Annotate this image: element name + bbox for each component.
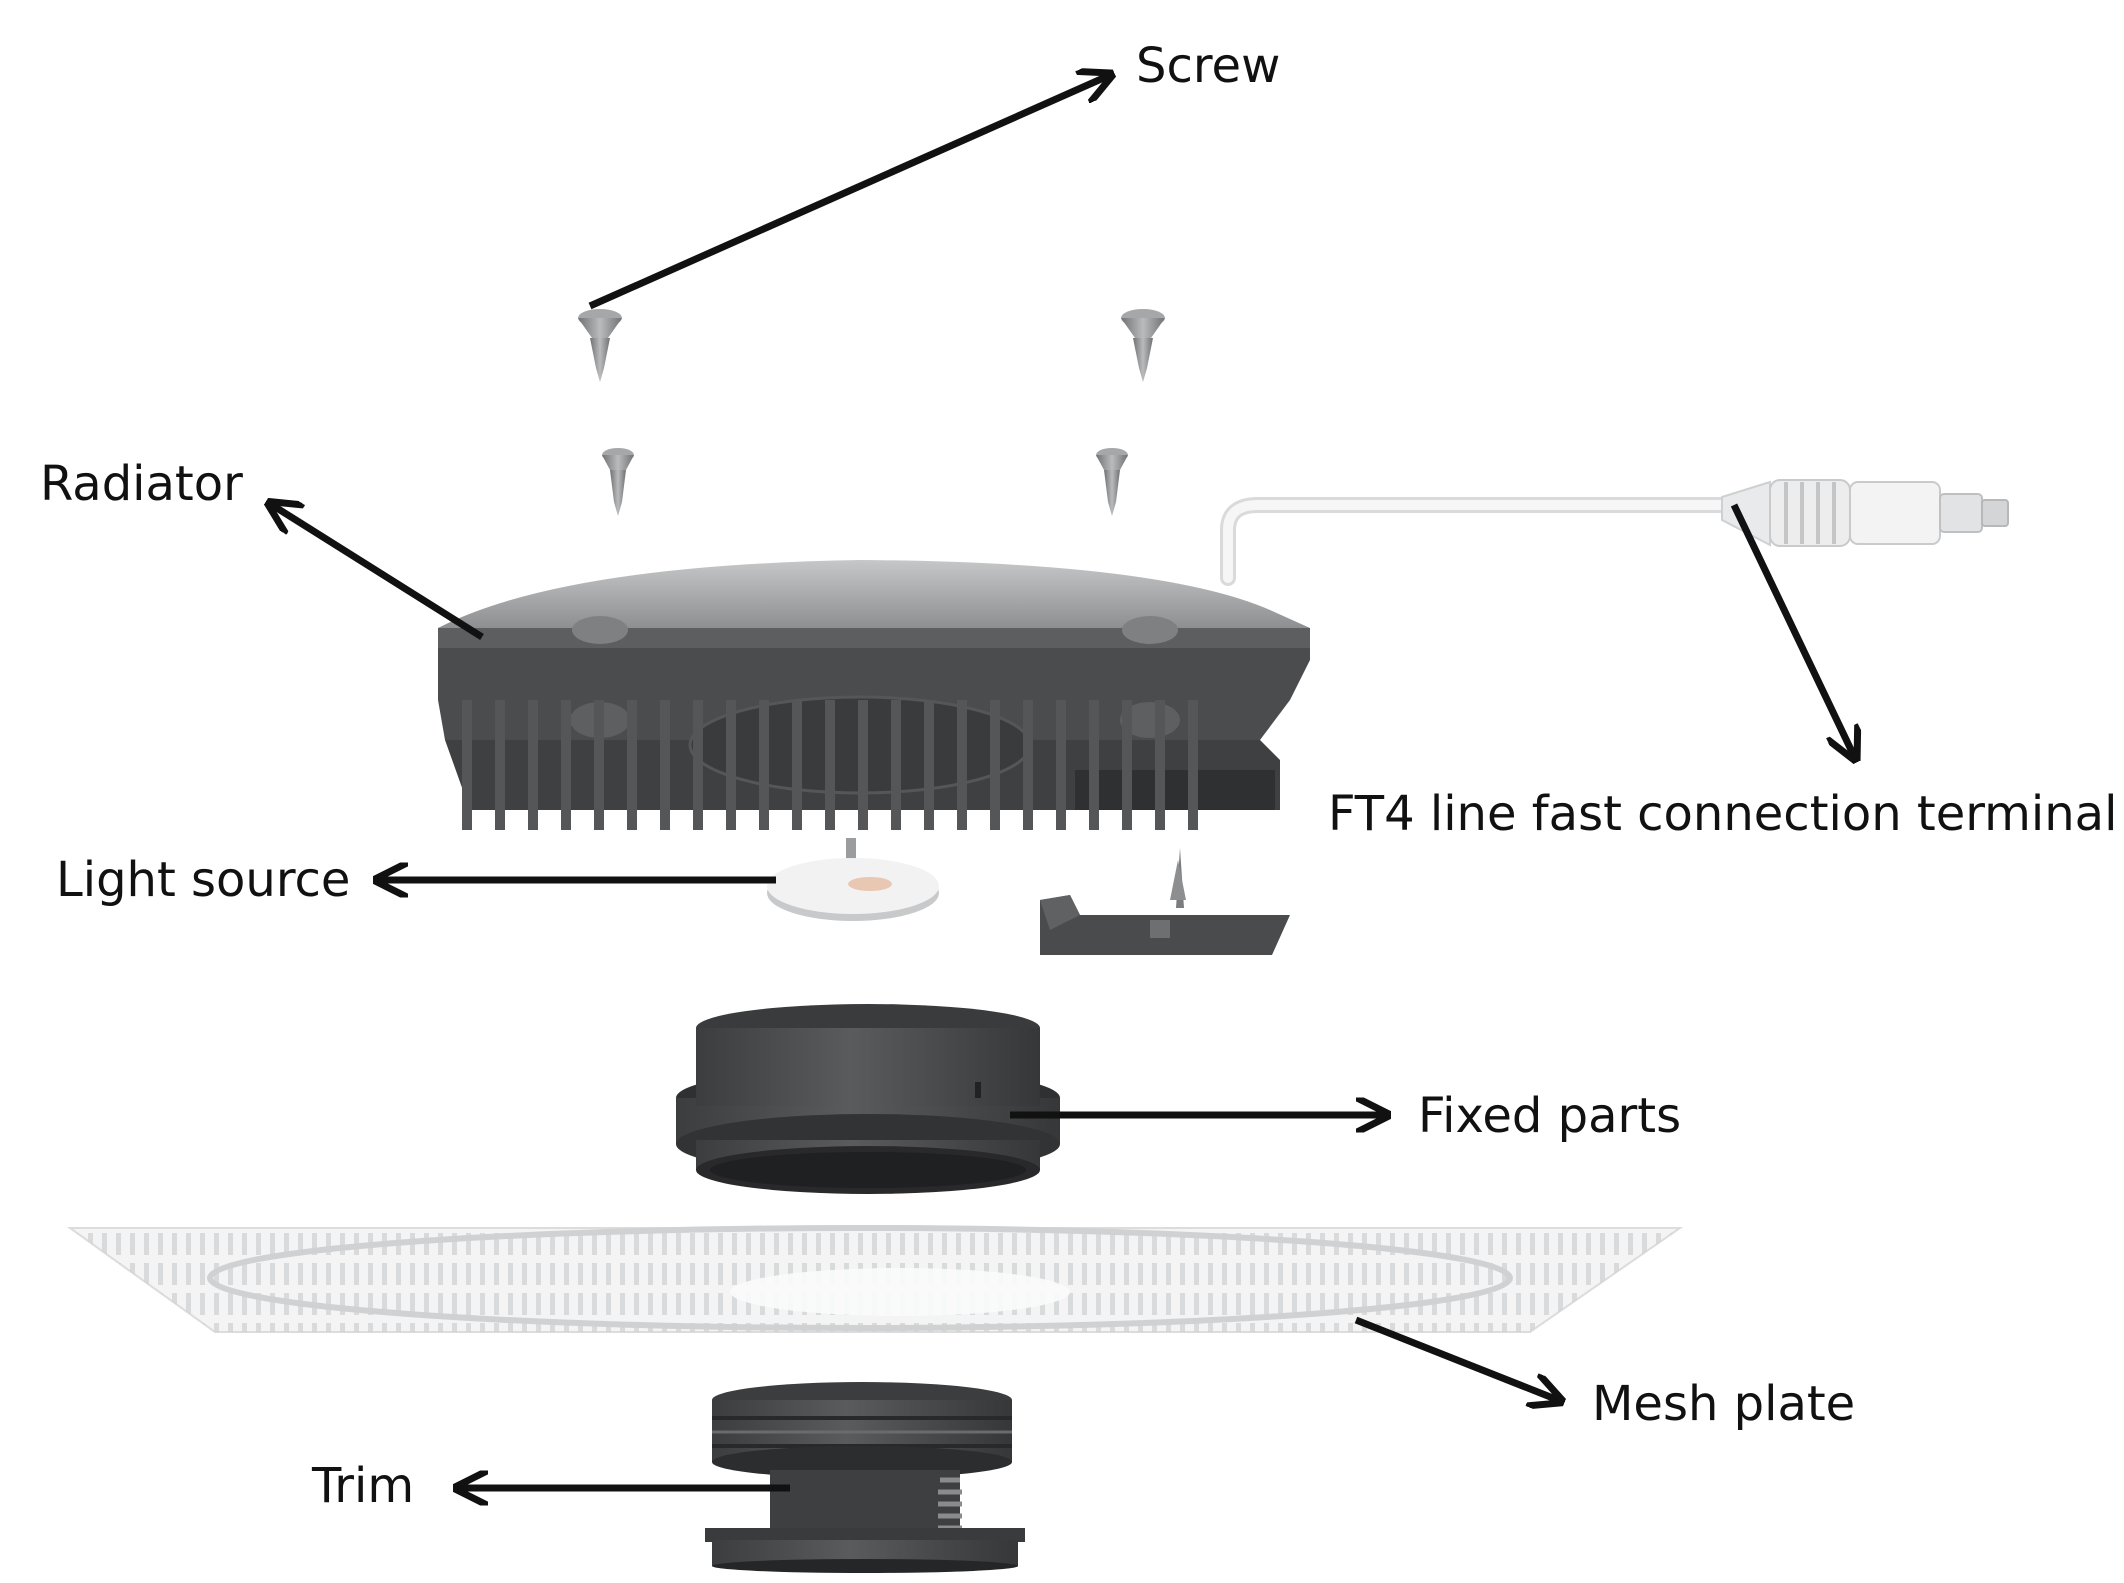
radiator-fin xyxy=(561,700,571,830)
mesh-plate xyxy=(66,1225,1684,1333)
radiator-fin xyxy=(1023,700,1033,830)
radiator-fin xyxy=(495,700,505,830)
radiator-fin xyxy=(627,700,637,830)
radiator-fin xyxy=(693,700,703,830)
radiator-fin xyxy=(924,700,934,830)
radiator-fin xyxy=(594,700,604,830)
radiator-fin xyxy=(1155,700,1165,830)
terminal-block xyxy=(1040,848,1290,955)
arrow-screw xyxy=(588,76,1108,310)
radiator-fin xyxy=(990,700,1000,830)
label-mesh-plate: Mesh plate xyxy=(1592,1376,1856,1432)
radiator-fin xyxy=(528,700,538,830)
radiator-fin xyxy=(660,700,670,830)
radiator-fin xyxy=(1056,700,1066,830)
screw-top-left xyxy=(578,309,622,382)
radiator-fin xyxy=(825,700,835,830)
radiator-fin xyxy=(858,700,868,830)
radiator-fin xyxy=(462,700,472,830)
radiator-fin xyxy=(1122,700,1132,830)
label-radiator: Radiator xyxy=(40,456,243,512)
trim xyxy=(705,1382,1025,1573)
radiator-fin xyxy=(726,700,736,830)
radiator-fin xyxy=(891,700,901,830)
radiator-fins xyxy=(462,700,1198,830)
screw-lower-left xyxy=(602,448,634,516)
arrow-radiator xyxy=(272,505,484,640)
screw-lower-right xyxy=(1096,448,1128,516)
ft4-cable xyxy=(1220,479,2009,586)
label-trim: Trim xyxy=(312,1458,415,1514)
light-source xyxy=(767,838,939,921)
arrows xyxy=(272,76,1854,1488)
screw-top-right xyxy=(1121,309,1165,382)
radiator-fin xyxy=(1188,700,1198,830)
label-light-source: Light source xyxy=(56,852,351,908)
arrow-mesh-plate xyxy=(1354,1316,1558,1400)
radiator-fin xyxy=(792,700,802,830)
radiator-fin xyxy=(759,700,769,830)
radiator-fin xyxy=(1089,700,1099,830)
label-fixed-parts: Fixed parts xyxy=(1418,1088,1682,1144)
arrow-ft4-terminal xyxy=(1730,503,1854,756)
label-screw: Screw xyxy=(1136,38,1281,94)
fixed-parts-cylinder xyxy=(676,1004,1060,1194)
label-ft4-terminal: FT4 line fast connection terminal xyxy=(1328,786,2118,842)
radiator-fin xyxy=(957,700,967,830)
